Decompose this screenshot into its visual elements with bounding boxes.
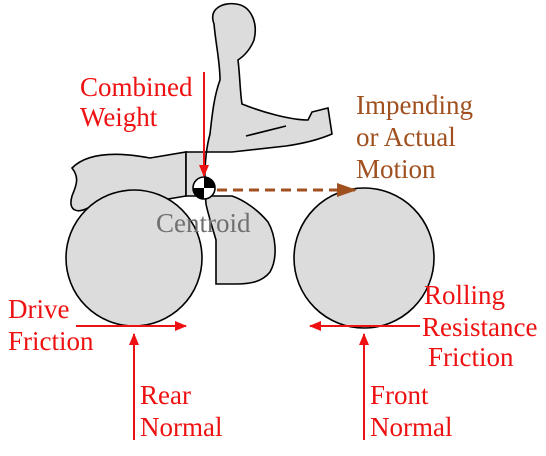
- combined-weight-label: Combined Weight: [80, 72, 199, 132]
- rear-normal-label: Rear Normal: [140, 380, 222, 442]
- rider-arm: [245, 125, 287, 137]
- rider-silhouette: [185, 2, 333, 285]
- front-normal-label: Front Normal: [370, 380, 452, 442]
- motorcycle-silhouette: [65, 2, 435, 329]
- drive-friction-label: Drive Friction: [8, 294, 94, 356]
- impending-motion-label: Impending or Actual Motion: [356, 90, 480, 184]
- centroid-label: Centroid: [156, 208, 251, 238]
- front-wheel: [293, 187, 435, 329]
- rolling-resistance-label: Rolling Resistance Friction: [422, 280, 544, 372]
- centroid-symbol: [192, 176, 216, 200]
